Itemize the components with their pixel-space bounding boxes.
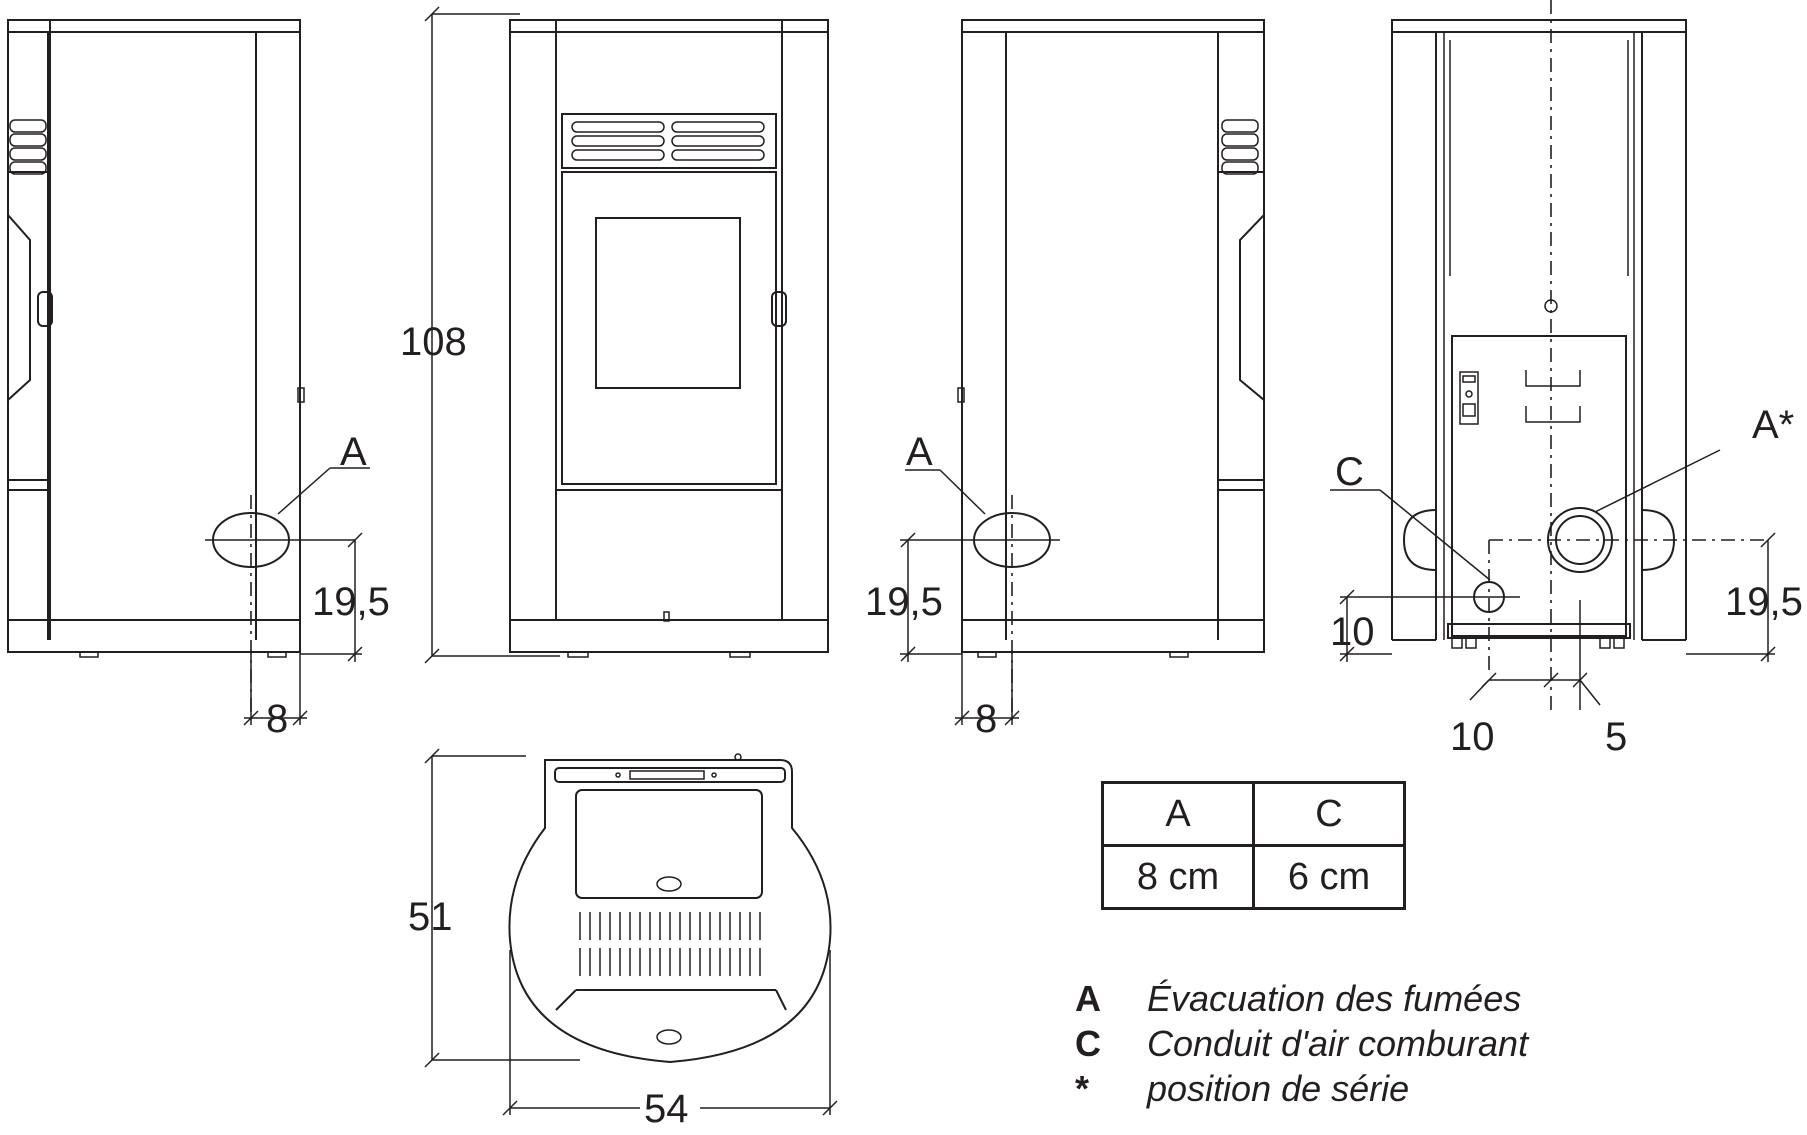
legend-text: position de série xyxy=(1147,1068,1410,1109)
dim-rear-a-offset: 5 xyxy=(1605,715,1627,759)
dim-rear-a-height: 19,5 xyxy=(1725,580,1803,624)
table-value-c: 6 cm xyxy=(1252,844,1406,910)
rear-view xyxy=(1330,0,1776,710)
dim-flue-height-left: 19,5 xyxy=(312,580,390,624)
label-c-rear: C xyxy=(1335,450,1364,494)
dim-top-width: 54 xyxy=(644,1087,689,1131)
legend-key: * xyxy=(1075,1068,1090,1109)
front-view xyxy=(424,6,829,664)
legend-row-a: A Évacuation des fumées xyxy=(1075,976,1528,1021)
dim-rear-c-offset: 10 xyxy=(1450,715,1495,759)
dim-flue-height-side: 19,5 xyxy=(865,580,943,624)
table-header-a: A xyxy=(1101,781,1255,847)
legend-row-star: * position de série xyxy=(1075,1066,1528,1111)
dim-flue-offset-left: 8 xyxy=(266,697,288,741)
label-a-left: A xyxy=(340,430,367,474)
right-side-view xyxy=(900,19,1265,726)
legend-key: A xyxy=(1075,978,1101,1019)
legend: A Évacuation des fumées C Conduit d'air … xyxy=(1075,976,1528,1111)
left-side-view xyxy=(7,19,370,726)
label-a-rear: A* xyxy=(1752,403,1794,447)
legend-text: Conduit d'air comburant xyxy=(1147,1023,1529,1064)
dim-height: 108 xyxy=(400,320,467,364)
dim-rear-c-height: 10 xyxy=(1330,610,1375,654)
dim-top-depth: 51 xyxy=(408,895,453,939)
legend-key: C xyxy=(1075,1023,1101,1064)
label-a-side: A xyxy=(906,430,933,474)
legend-text: Évacuation des fumées xyxy=(1147,978,1522,1019)
top-view xyxy=(424,748,838,1116)
diameter-table: A C 8 cm 6 cm xyxy=(1101,781,1406,910)
dim-flue-offset-side: 8 xyxy=(975,697,997,741)
table-value-a: 8 cm xyxy=(1101,844,1255,910)
top-vent-slots xyxy=(579,912,761,976)
legend-row-c: C Conduit d'air comburant xyxy=(1075,1021,1528,1066)
table-header-c: C xyxy=(1252,781,1406,847)
